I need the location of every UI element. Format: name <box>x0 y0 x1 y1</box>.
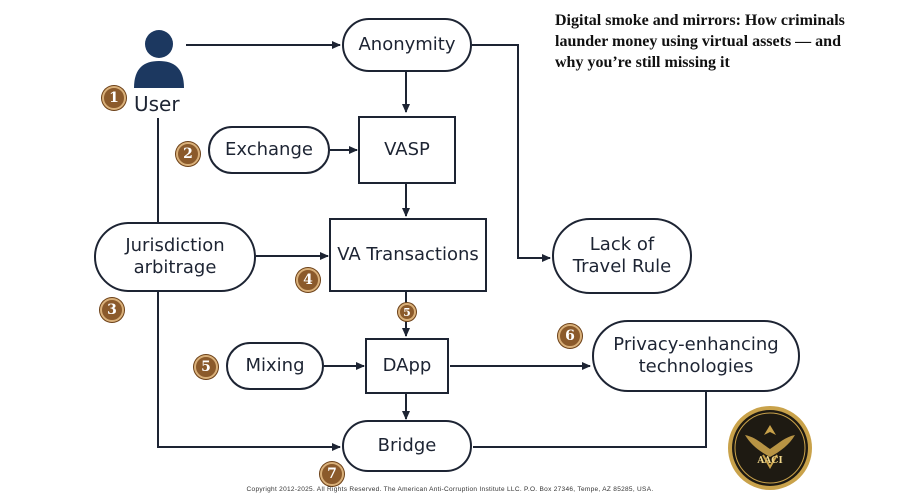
node-lack-travel-rule: Lack of Travel Rule <box>552 218 692 294</box>
node-dapp: DApp <box>365 338 449 394</box>
seal-text: AACI <box>756 456 782 466</box>
node-vasp: VASP <box>358 116 456 184</box>
step-badge-3: 3 <box>100 298 124 322</box>
step-badge-6: 6 <box>558 324 582 348</box>
node-privacy: Privacy-enhancing technologies <box>592 320 800 392</box>
step-badge-2: 2 <box>176 142 200 166</box>
node-anonymity: Anonymity <box>342 18 472 72</box>
node-mixing: Mixing <box>226 342 324 390</box>
node-exchange: Exchange <box>208 126 330 174</box>
edge-anonymity-travelrule <box>472 44 551 262</box>
edge-privacy-bridge <box>473 392 707 448</box>
user-icon <box>134 30 184 88</box>
step-badge-7: 7 <box>320 462 344 486</box>
copyright-footer: Copyright 2012-2025. All Rights Reserved… <box>246 486 654 493</box>
step-badge-5a: 5 <box>398 303 416 321</box>
aaci-seal-logo: AACI <box>728 406 812 490</box>
node-bridge: Bridge <box>342 420 472 472</box>
step-badge-1: 1 <box>102 86 126 110</box>
node-va-transactions: VA Transactions <box>329 218 487 292</box>
step-badge-4: 4 <box>296 268 320 292</box>
edge-jurisdiction-bridge <box>157 292 341 451</box>
page-title: Digital smoke and mirrors: How criminals… <box>555 12 845 72</box>
node-jurisdiction: Jurisdiction arbitrage <box>94 222 256 292</box>
user-label: User <box>134 92 180 116</box>
step-badge-5b: 5 <box>194 355 218 379</box>
